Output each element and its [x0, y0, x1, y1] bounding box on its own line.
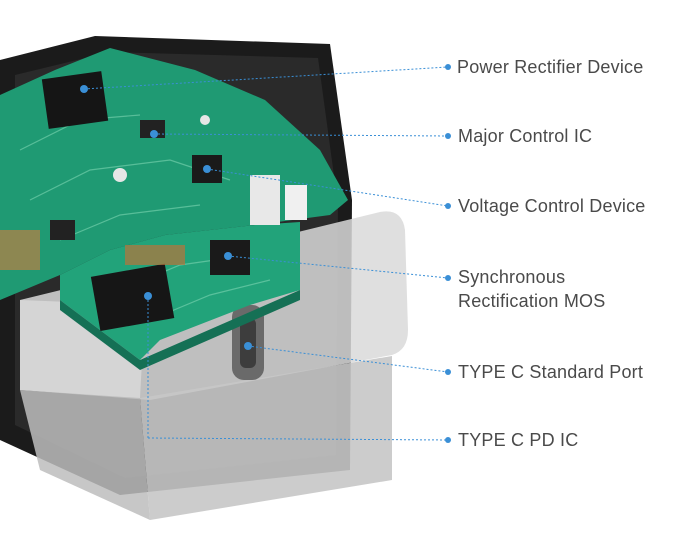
label-line: TYPE C PD IC: [458, 430, 579, 450]
label-type-c-pd-ic: TYPE C PD IC: [458, 428, 578, 452]
marker-voltage-control: [203, 165, 211, 173]
pcb-board: [0, 48, 348, 370]
label-markers: [445, 64, 451, 443]
label-power-rectifier-device: Power Rectifier Device: [457, 55, 643, 79]
label-voltage-control-device: Voltage Control Device: [458, 194, 646, 218]
label-line: Major Control IC: [458, 126, 593, 146]
leader-line-voltage-control: [206, 168, 449, 207]
leader-line-sync-mos: [227, 255, 449, 279]
leader-line-major-control-ic: [153, 133, 449, 137]
leader-line-power-rectifier: [83, 66, 449, 90]
marker-sync-mos: [224, 252, 232, 260]
leader-line-type-c-port: [247, 345, 449, 373]
marker-type-c-port: [244, 342, 252, 350]
label-line: TYPE C Standard Port: [458, 362, 644, 382]
component-markers: [80, 85, 252, 350]
label-line: Power Rectifier Device: [457, 57, 644, 77]
marker-power-rectifier: [80, 85, 88, 93]
leader-lines: [83, 66, 449, 441]
label-line: Synchronous: [458, 267, 566, 287]
marker-type-c-pd-ic: [144, 292, 152, 300]
label-type-c-standard-port: TYPE C Standard Port: [458, 360, 643, 384]
label-line: Voltage Control Device: [458, 196, 646, 216]
marker-major-control-ic: [150, 130, 158, 138]
label-line: Rectification MOS: [458, 291, 606, 311]
label-major-control-ic: Major Control IC: [458, 124, 592, 148]
label-synchronous-rectification-mos: Synchronous Rectification MOS: [458, 265, 605, 313]
